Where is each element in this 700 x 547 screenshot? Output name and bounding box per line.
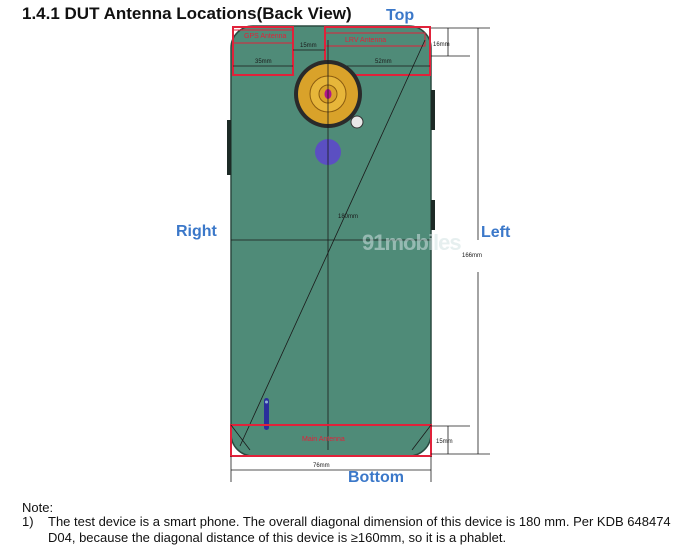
dim-bottom-height: 15mm bbox=[436, 439, 453, 445]
side-button-left-1 bbox=[431, 90, 435, 130]
dim-top-height: 16mm bbox=[433, 42, 450, 48]
side-button-right bbox=[227, 120, 231, 175]
orientation-bottom-label: Bottom bbox=[348, 469, 404, 486]
top-right-antenna-label-box bbox=[324, 32, 426, 47]
dim-width: 76mm bbox=[313, 463, 330, 469]
orientation-right-label: Right bbox=[176, 223, 217, 240]
camera-sub-lens bbox=[350, 115, 364, 129]
note-item-number: 1) bbox=[22, 514, 34, 529]
lrv-antenna-label: LRV Antenna bbox=[345, 37, 386, 44]
dim-diagonal: 180mm bbox=[338, 214, 358, 220]
orientation-left-label: Left bbox=[481, 224, 511, 241]
top-right-antenna-zone bbox=[324, 26, 431, 76]
side-button-left-2 bbox=[431, 200, 435, 230]
section-heading: 1.4.1 DUT Antenna Locations(Back View) bbox=[22, 4, 352, 23]
gps-antenna-label: GPS Antenna bbox=[244, 33, 287, 40]
top-left-antenna-label-box bbox=[232, 29, 294, 44]
dim-left-width: 35mm bbox=[255, 59, 272, 65]
top-left-antenna-zone bbox=[232, 26, 294, 76]
dim-right-width: 52mm bbox=[375, 59, 392, 65]
note-line-2: D04, because the diagonal distance of th… bbox=[48, 530, 507, 545]
watermark: 91mobiles bbox=[362, 230, 462, 255]
bottom-antenna-zone bbox=[230, 424, 432, 457]
dim-top-gap: 15mm bbox=[300, 43, 317, 49]
dim-height: 166mm bbox=[462, 253, 482, 259]
diagonal-line bbox=[239, 39, 426, 447]
bottom-port bbox=[264, 398, 269, 430]
orientation-top-label: Top bbox=[386, 7, 415, 24]
main-antenna-label: Main Antenna bbox=[302, 436, 345, 443]
note-title: Note: bbox=[22, 500, 54, 515]
note-line-1: The test device is a smart phone. The ov… bbox=[48, 514, 671, 529]
